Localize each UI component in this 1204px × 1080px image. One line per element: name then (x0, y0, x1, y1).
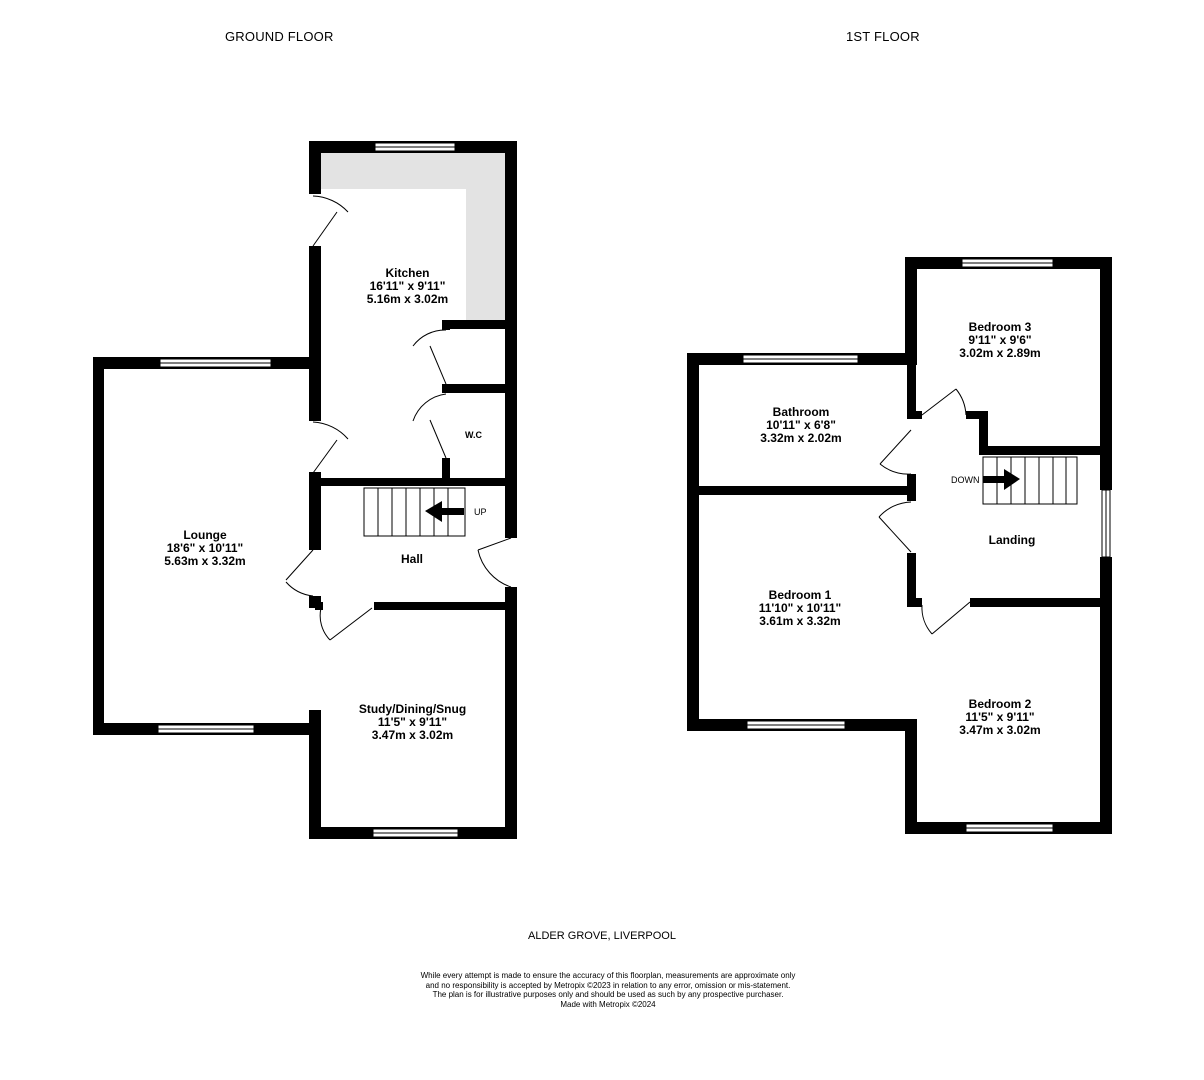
stairs-down-arrow (983, 469, 1020, 490)
room-name: Bedroom 2 (968, 697, 1032, 711)
first-stairs (982, 456, 1078, 505)
bedroom2-label: Bedroom 2 11'5" x 9'11" 3.47m x 3.02m (950, 698, 1050, 737)
stairs-down-label: DOWN (951, 475, 980, 485)
bedroom3-label: Bedroom 3 9'11" x 9'6" 3.02m x 2.89m (945, 321, 1055, 360)
room-size-imperial: 11'5" x 9'11" (377, 715, 448, 729)
room-name: Bedroom 1 (768, 588, 832, 602)
study-label: Study/Dining/Snug 11'5" x 9'11" 3.47m x … (345, 703, 480, 742)
windows (157, 142, 459, 838)
property-address: ALDER GROVE, LIVERPOOL (528, 930, 676, 942)
lounge-label: Lounge 18'6" x 10'11" 5.63m x 3.32m (140, 529, 270, 568)
ground-floor-plan (93, 141, 517, 839)
room-size-metric: 3.02m x 2.89m (959, 346, 1041, 360)
doors (285, 195, 512, 641)
kitchen-label: Kitchen 16'11" x 9'11" 5.16m x 3.02m (345, 267, 470, 306)
disclaimer-line: While every attempt is made to ensure th… (420, 971, 796, 980)
room-name: Study/Dining/Snug (358, 702, 467, 716)
doors (878, 388, 971, 635)
room-size-metric: 5.63m x 3.32m (164, 554, 246, 568)
room-name: Landing (988, 533, 1036, 547)
landing-label: Landing (975, 534, 1049, 547)
room-size-imperial: 9'11" x 9'6" (968, 333, 1032, 347)
room-name: Hall (400, 552, 423, 566)
room-size-imperial: 11'10" x 10'11" (758, 601, 842, 615)
room-size-metric: 3.61m x 3.32m (759, 614, 841, 628)
hall-label: Hall (380, 553, 444, 566)
room-name: Kitchen (385, 266, 430, 280)
room-size-imperial: 16'11" x 9'11" (369, 279, 446, 293)
room-size-imperial: 11'5" x 9'11" (965, 710, 1035, 724)
room-size-metric: 5.16m x 3.02m (366, 292, 449, 306)
room-name: Lounge (183, 528, 227, 542)
room-size-metric: 3.47m x 3.02m (959, 723, 1041, 737)
kitchen-worktop (320, 152, 505, 320)
first-floor-title: 1ST FLOOR (846, 29, 920, 44)
disclaimer: While every attempt is made to ensure th… (0, 971, 1204, 1009)
ground-stairs (363, 487, 466, 537)
bathroom-label: Bathroom 10'11" x 6'8" 3.32m x 2.02m (740, 406, 862, 445)
stairs-up-arrow (425, 501, 464, 522)
bedroom1-label: Bedroom 1 11'10" x 10'11" 3.61m x 3.32m (735, 589, 865, 628)
stairs-up-label: UP (474, 507, 487, 517)
room-size-imperial: 18'6" x 10'11" (166, 541, 244, 555)
windows (742, 258, 1111, 833)
room-size-metric: 3.47m x 3.02m (371, 728, 454, 742)
disclaimer-line: and no responsibility is accepted by Met… (425, 980, 791, 990)
disclaimer-line: Made with Metropix ©2024 (560, 999, 656, 1009)
first-floor-plan (687, 257, 1112, 834)
ground-floor-title: GROUND FLOOR (225, 29, 334, 44)
room-size-imperial: 10'11" x 6'8" (766, 418, 836, 432)
room-name: Bedroom 3 (968, 320, 1032, 334)
disclaimer-line: The plan is for illustrative purposes on… (432, 990, 784, 1000)
walls (687, 257, 1112, 834)
room-size-metric: 3.32m x 2.02m (760, 431, 842, 445)
room-name: Bathroom (772, 405, 830, 419)
wc-label: W.C (465, 430, 482, 440)
